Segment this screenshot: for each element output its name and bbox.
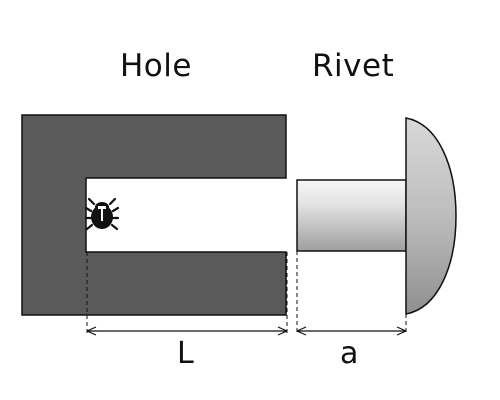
rivet-shaft <box>296 179 407 252</box>
length-l-label: L <box>177 336 194 371</box>
rivet-head <box>405 117 457 315</box>
dimension-arrow-a-right <box>396 326 407 336</box>
rivet-label: Rivet <box>312 48 395 84</box>
hole-block <box>21 114 287 316</box>
length-a-label: a <box>340 336 359 371</box>
dimension-arrow-l-right <box>277 326 288 336</box>
bug-icon <box>84 197 120 231</box>
hole-label: Hole <box>120 48 192 84</box>
dimension-arrow-l-left <box>86 326 97 336</box>
dimension-arrow-a-left <box>296 326 307 336</box>
